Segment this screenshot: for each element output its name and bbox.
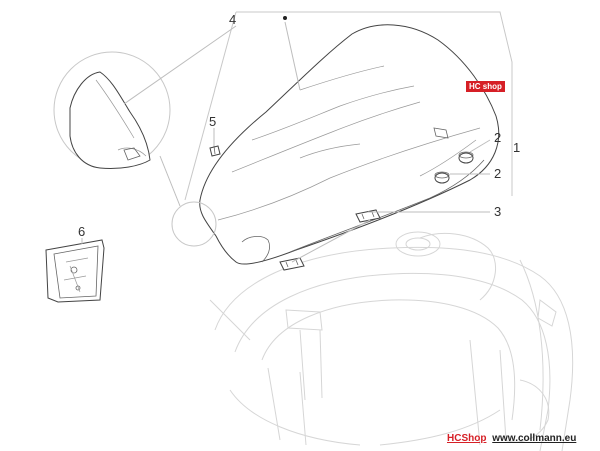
scooter-body-ghost bbox=[209, 231, 574, 451]
panel-part bbox=[45, 239, 105, 303]
detail-magnifier bbox=[53, 51, 217, 247]
callout-5: 5 bbox=[209, 114, 216, 129]
bracket-parts bbox=[279, 209, 381, 271]
clip-part bbox=[209, 145, 221, 157]
callout-2-bottom: 2 bbox=[494, 166, 501, 181]
callout-3: 3 bbox=[494, 204, 501, 219]
callout-2-top: 2 bbox=[494, 130, 501, 145]
shop-badge: HC shop bbox=[466, 81, 505, 92]
callout-1: 1 bbox=[513, 140, 520, 155]
callout-4: 4 bbox=[229, 12, 236, 27]
watermark-brand: HCShop bbox=[447, 433, 487, 444]
assembly-frame bbox=[184, 11, 513, 201]
watermark-site: www.collmann.eu bbox=[492, 433, 577, 444]
bumper-parts bbox=[434, 151, 474, 184]
watermark: HCShop www.collmann.eu bbox=[447, 433, 576, 444]
reference-dot bbox=[283, 16, 287, 20]
seat-part bbox=[199, 24, 500, 265]
leader-lines bbox=[81, 21, 491, 263]
callout-6: 6 bbox=[78, 224, 85, 239]
